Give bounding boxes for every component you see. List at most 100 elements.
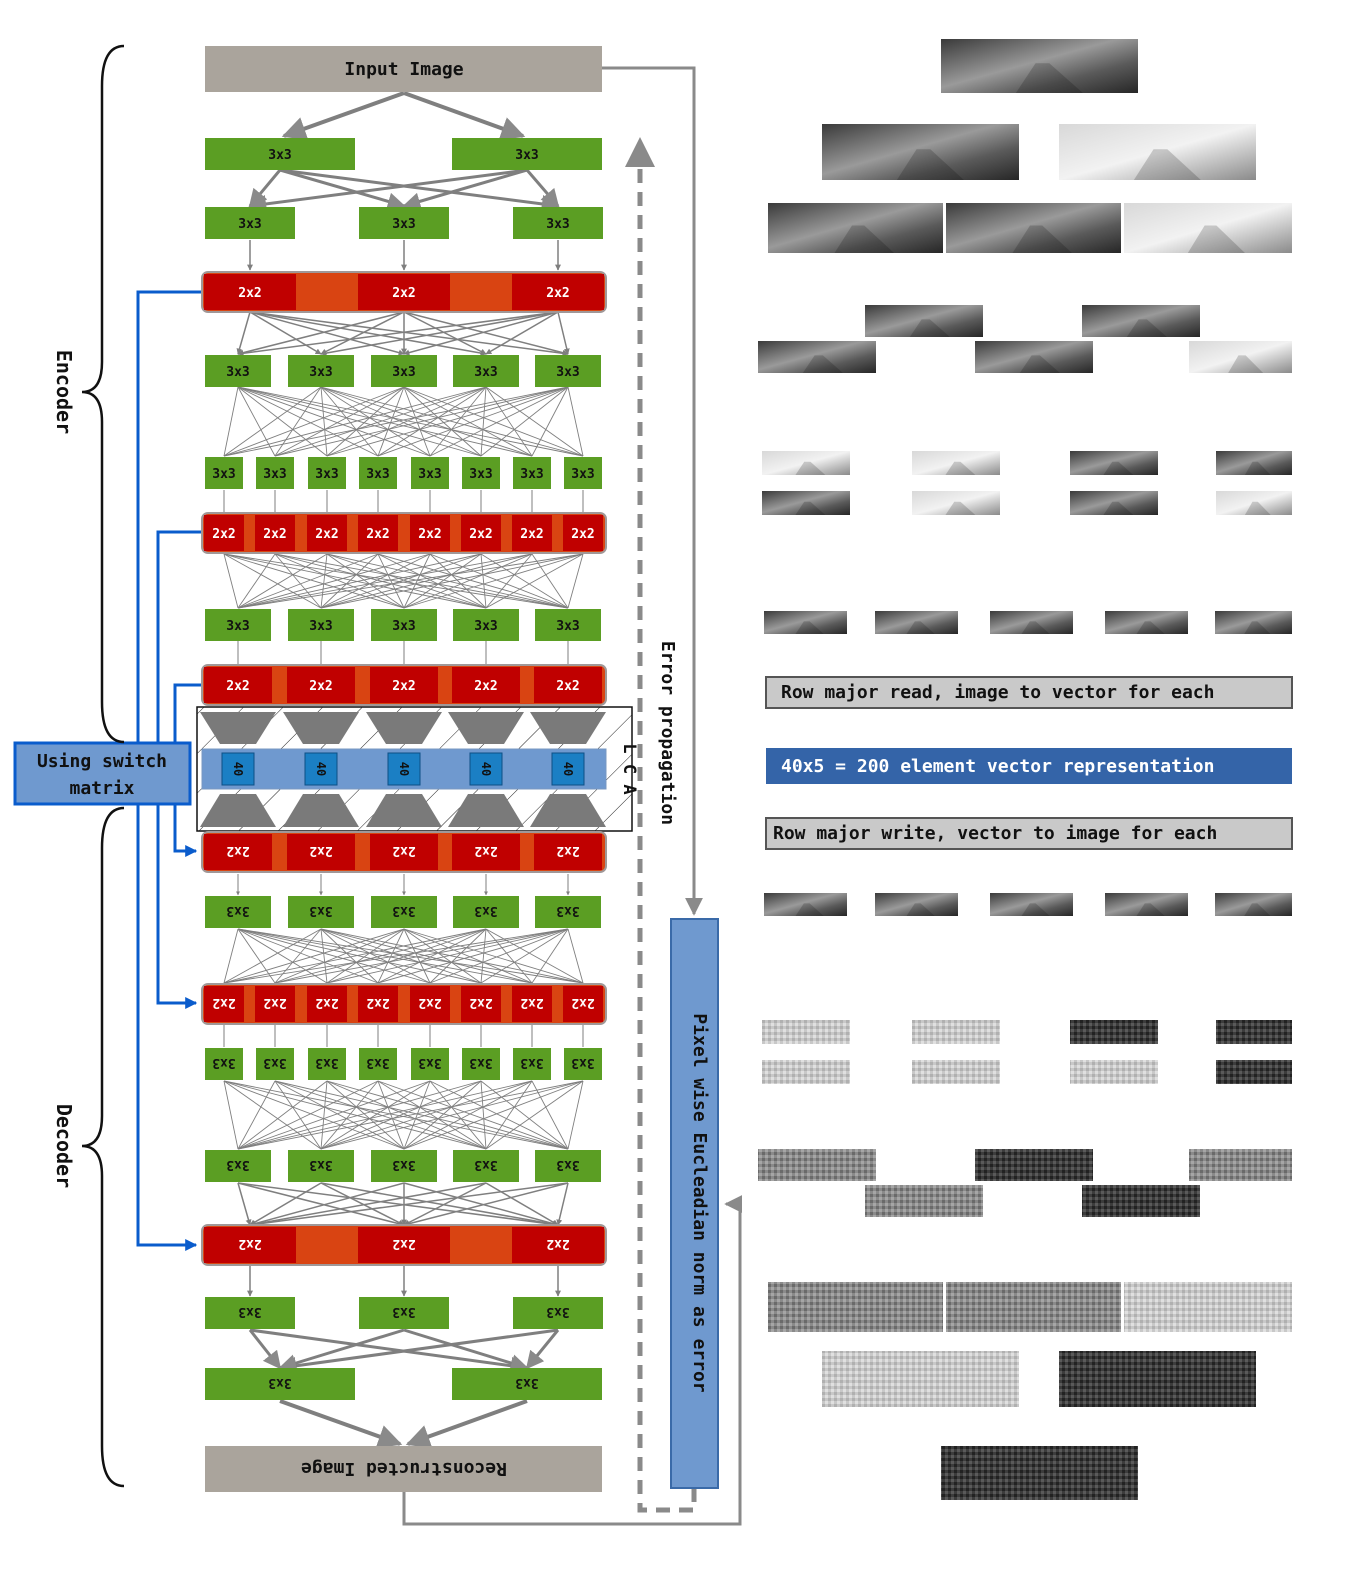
enc-conv-e-3 (453, 609, 519, 641)
enc-conv-c-0 (205, 355, 271, 387)
enc-conv-b-0-label: 3x3 (238, 217, 261, 232)
connector (248, 168, 528, 213)
fm-5-2-road (1021, 621, 1050, 634)
connector (223, 553, 569, 609)
connector (223, 553, 239, 609)
enc-pool-3-cell-2 (370, 667, 438, 703)
dec-pool-2-cell-0-label: 2x2 (212, 995, 235, 1010)
dec-pool-2-cell-7-label: 2x2 (571, 995, 594, 1010)
connector (237, 928, 431, 984)
connector (249, 311, 322, 355)
connector (377, 928, 487, 984)
enc-pool-2-cell-1-label: 2x2 (263, 527, 286, 542)
connector (237, 1080, 431, 1150)
connector (567, 928, 584, 984)
connector (429, 386, 487, 457)
code-cell-2 (387, 752, 421, 786)
row-major-read-box (765, 676, 1293, 709)
connector (223, 928, 405, 984)
fm-8e (1082, 1185, 1200, 1217)
connector (223, 386, 322, 457)
enc-conv-c-1-label: 3x3 (309, 365, 332, 380)
connector (237, 1080, 533, 1150)
connector (403, 1182, 487, 1226)
input-image-label: Input Image (344, 59, 463, 80)
connector (403, 311, 559, 356)
dec-pool-1-cell-3-label: 2x2 (474, 843, 497, 858)
fm-4-bot-3-road (1244, 501, 1271, 515)
connector (531, 553, 569, 609)
input-to-error-line (602, 66, 703, 916)
dec-pool-2-bar (201, 983, 607, 1025)
fm-1a (822, 124, 1019, 180)
connector (403, 1080, 533, 1150)
connector (248, 1329, 282, 1370)
connector (237, 1080, 379, 1150)
connector (485, 928, 533, 984)
enc-conv-d-3 (359, 457, 397, 489)
dec-conv-a-2 (371, 896, 437, 928)
enc-conv-c-4 (535, 355, 601, 387)
connector (326, 386, 487, 457)
connector (237, 928, 584, 984)
pixel-norm-box (670, 918, 719, 1489)
dec-pool-1-cell-1-label: 2x2 (309, 843, 332, 858)
connector (237, 1080, 584, 1150)
fm-4-top-1-road (945, 461, 976, 475)
connector (480, 386, 569, 457)
connector (320, 553, 431, 609)
fm-input-road (1015, 63, 1083, 93)
fm-6-0 (764, 893, 847, 916)
dec-pool-1-cell-0-label: 2x2 (226, 843, 249, 858)
lca-label: L C A (619, 743, 639, 794)
dec-pool-2-cell-0 (204, 986, 244, 1022)
error-propagation-label: Error propagation (657, 641, 678, 825)
connector (567, 553, 584, 609)
lca-funnel-bottom-3 (448, 794, 524, 827)
enc-pool-2-cell-6 (512, 515, 552, 551)
enc-conv-c-3-label: 3x3 (474, 365, 497, 380)
connector (237, 1182, 559, 1228)
dec-conv-b-2-label: 3x3 (315, 1055, 338, 1070)
connector (237, 386, 328, 457)
fm-7-top-0 (762, 1020, 850, 1044)
connector (274, 1080, 405, 1150)
fm-3e (1189, 341, 1292, 373)
row-major-write-label: Row major write, vector to image for eac… (773, 823, 1217, 844)
dec-pool-1-cell-0 (204, 834, 272, 870)
connector (320, 386, 431, 457)
connector (377, 386, 487, 457)
fm-input (941, 39, 1138, 93)
code-cell-4 (551, 752, 585, 786)
dec-pool-2-cell-6-label: 2x2 (520, 995, 543, 1010)
dec-conv-a-0-label: 3x3 (226, 903, 249, 918)
connector (249, 1182, 569, 1228)
dec-pool-2-cell-6 (512, 986, 552, 1022)
dec-conv-e-1-label: 3x3 (515, 1375, 538, 1390)
enc-conv-d-0 (205, 457, 243, 489)
enc-pool-2-cell-7-label: 2x2 (571, 527, 594, 542)
dec-conv-e-0 (205, 1368, 355, 1400)
encoder-label: Encoder (52, 350, 76, 434)
connector (320, 928, 533, 984)
connector (403, 928, 533, 984)
connector (279, 1399, 403, 1449)
dec-conv-a-4 (535, 896, 601, 928)
dec-conv-c-3 (453, 1150, 519, 1182)
fm-2b (946, 203, 1121, 253)
dec-pool-1-cell-3 (452, 834, 520, 870)
input-image-box (205, 46, 602, 92)
connector (320, 928, 328, 984)
fm-8b (975, 1149, 1093, 1181)
connector (237, 386, 533, 457)
fm-9c (1124, 1282, 1292, 1332)
fm-5-3-road (1136, 621, 1165, 634)
enc-pool-2-cell-3-label: 2x2 (366, 527, 389, 542)
dec-pool-3-cell-1-label: 2x2 (392, 1236, 415, 1251)
connector (223, 928, 322, 984)
encoder-brace (81, 44, 125, 744)
enc-conv-d-2-label: 3x3 (315, 467, 338, 482)
enc-conv-d-0-label: 3x3 (212, 467, 235, 482)
connector (403, 928, 482, 984)
connector (556, 1182, 569, 1226)
